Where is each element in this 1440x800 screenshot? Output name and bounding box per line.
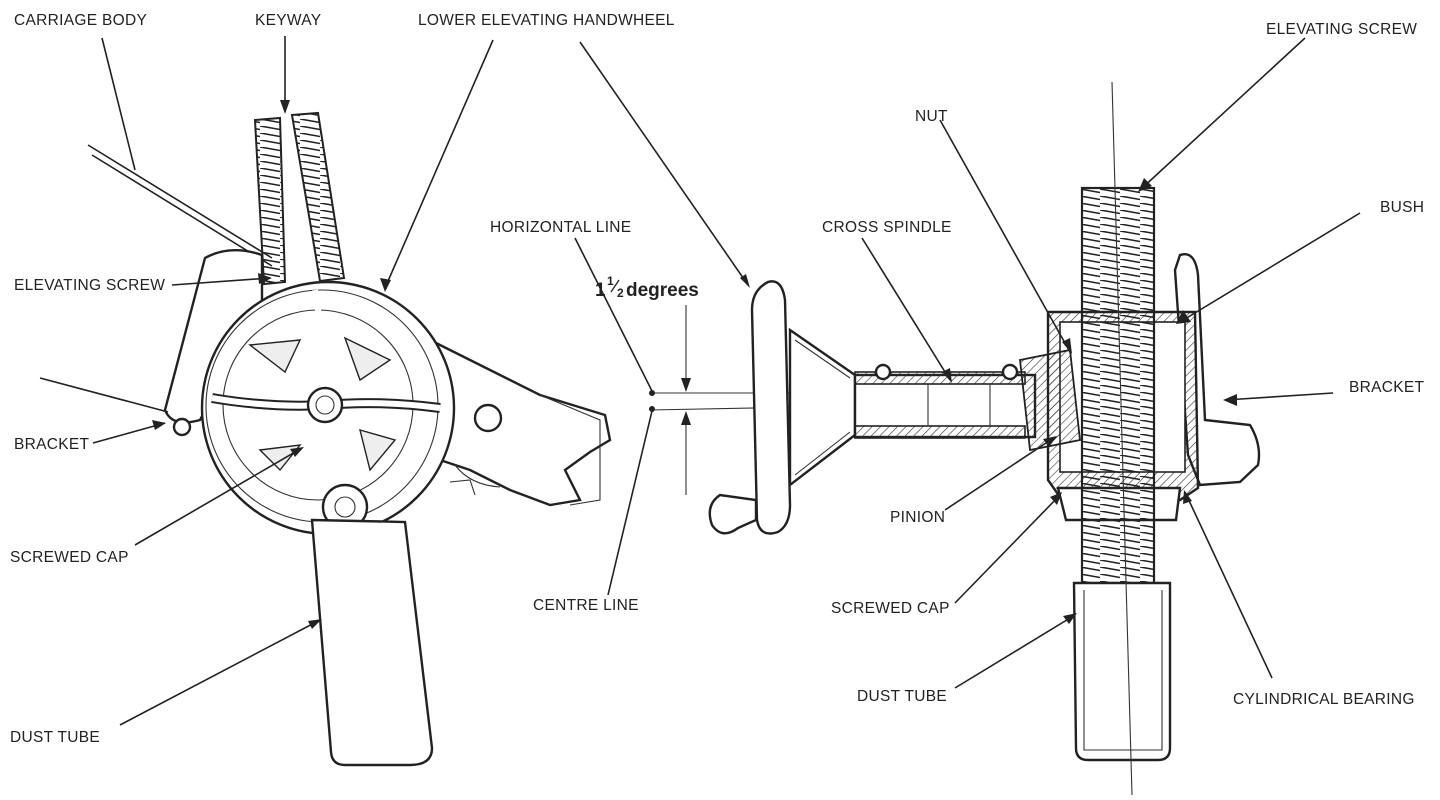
cross-spindle-body [853,363,1037,439]
label-carriage-body: CARRIAGE BODY [14,12,147,29]
label-dust-tube-left: DUST TUBE [10,729,100,746]
left-side-arm [428,337,612,507]
label-centre-line: CENTRE LINE [533,597,639,614]
degrees-whole: 1 [595,280,606,301]
label-cylindrical-bearing: CYLINDRICAL BEARING [1233,691,1415,708]
degrees-unit: degrees [626,280,699,301]
label-bracket-right: BRACKET [1349,379,1425,396]
horizontal-line-point [649,390,655,396]
left-view [39,111,612,767]
degrees-fraction-numerator: 1 [607,274,614,288]
dust-tube-right-body [1072,581,1172,762]
centre-line-point [649,406,655,412]
degree-arrow-up [681,411,691,425]
carriage-body-edge [87,144,273,259]
label-bush: BUSH [1380,199,1424,216]
carriage-body-edge [91,154,273,267]
label-cross-spindle: CROSS SPINDLE [822,219,952,236]
label-bracket-left: BRACKET [14,436,90,453]
degrees-annotation: 1 1 2 degrees [595,274,699,301]
middle-view [649,280,1037,535]
bracket-edge-line [39,377,169,413]
label-screwed-cap-left: SCREWED CAP [10,549,129,566]
degree-arrow-down [681,378,691,392]
lower-elevating-handwheel-left [200,280,456,536]
leader-lines [92,36,1361,726]
elevating-screw-left-rods [253,111,346,286]
label-lower-elevating-handwheel: LOWER ELEVATING HANDWHEEL [418,12,675,29]
label-nut: NUT [915,108,948,125]
labels: CARRIAGE BODY KEYWAY LOWER ELEVATING HAN… [10,12,1425,746]
vertical-centre-line [1111,81,1133,796]
label-elevating-screw-right: ELEVATING SCREW [1266,21,1417,38]
degrees-fraction-denominator: 2 [617,286,624,300]
pinion-section [1019,348,1081,452]
label-screwed-cap-right: SCREWED CAP [831,600,950,617]
label-elevating-screw-left: ELEVATING SCREW [14,277,165,294]
dust-tube-left-body [310,518,434,767]
label-dust-tube-right: DUST TUBE [857,688,947,705]
elevating-screw-right-rod [1080,186,1156,585]
label-keyway: KEYWAY [255,12,321,29]
degrees-fraction-slash [610,279,620,293]
label-pinion: PINION [890,509,945,526]
label-horizontal-line: HORIZONTAL LINE [490,219,631,236]
bracket-bolt [172,417,192,437]
lower-elevating-handwheel-side [708,280,857,535]
